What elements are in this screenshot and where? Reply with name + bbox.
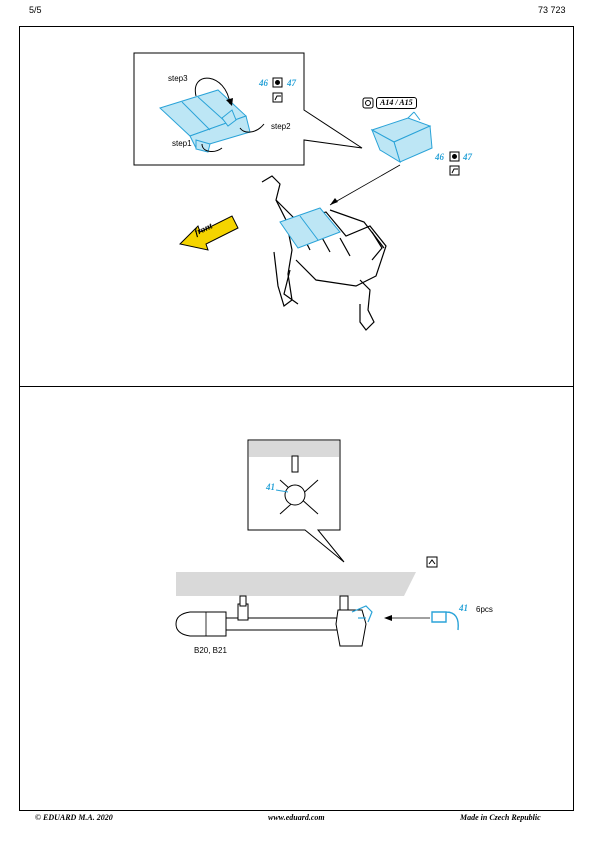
wing-panel: [176, 572, 416, 596]
copyright: © EDUARD M.A. 2020: [35, 813, 113, 822]
part41-leader: [275, 489, 289, 493]
part-46-inset: 46: [259, 78, 268, 88]
step2-arrow: [239, 123, 265, 133]
part-47-inset: 47: [287, 78, 296, 88]
step3-arrow: [194, 77, 231, 105]
front-arrow-icon: [178, 215, 239, 251]
section-divider: [19, 386, 574, 387]
step1-arrow: [201, 143, 223, 152]
website-link[interactable]: www.eduard.com: [268, 813, 325, 822]
page-number: 5/5: [29, 5, 42, 15]
part-47-main: 47: [463, 152, 472, 162]
glue-icon: [449, 165, 460, 176]
part41-piece: [431, 611, 459, 631]
main-assembly: [261, 175, 387, 331]
inset-cover-part: [159, 89, 251, 153]
detail-star-part: [279, 455, 319, 515]
detail-part-installed: [351, 605, 373, 623]
origin-label: Made in Czech Republic: [460, 813, 541, 822]
plastic-ref-badge: A14 / A15: [376, 97, 417, 109]
cover-part-assembled: [370, 111, 433, 164]
glue-icon: [272, 92, 283, 103]
step1-label: step1: [172, 139, 192, 148]
assembly-cover: [279, 207, 341, 249]
page-frame: [19, 26, 574, 811]
bomb-label: B20, B21: [194, 646, 227, 655]
bomb-carrier: [175, 595, 367, 647]
quantity-label: 6pcs: [476, 605, 493, 614]
step3-label: step3: [168, 74, 188, 83]
part-46-main: 46: [435, 152, 444, 162]
step2-label: step2: [271, 122, 291, 131]
kit-number: 73 723: [538, 5, 566, 15]
part-41-inset: 41: [266, 482, 275, 492]
plastic-part-icon: [362, 97, 374, 109]
part-41-main: 41: [459, 603, 468, 613]
fold-icon: [426, 556, 438, 568]
